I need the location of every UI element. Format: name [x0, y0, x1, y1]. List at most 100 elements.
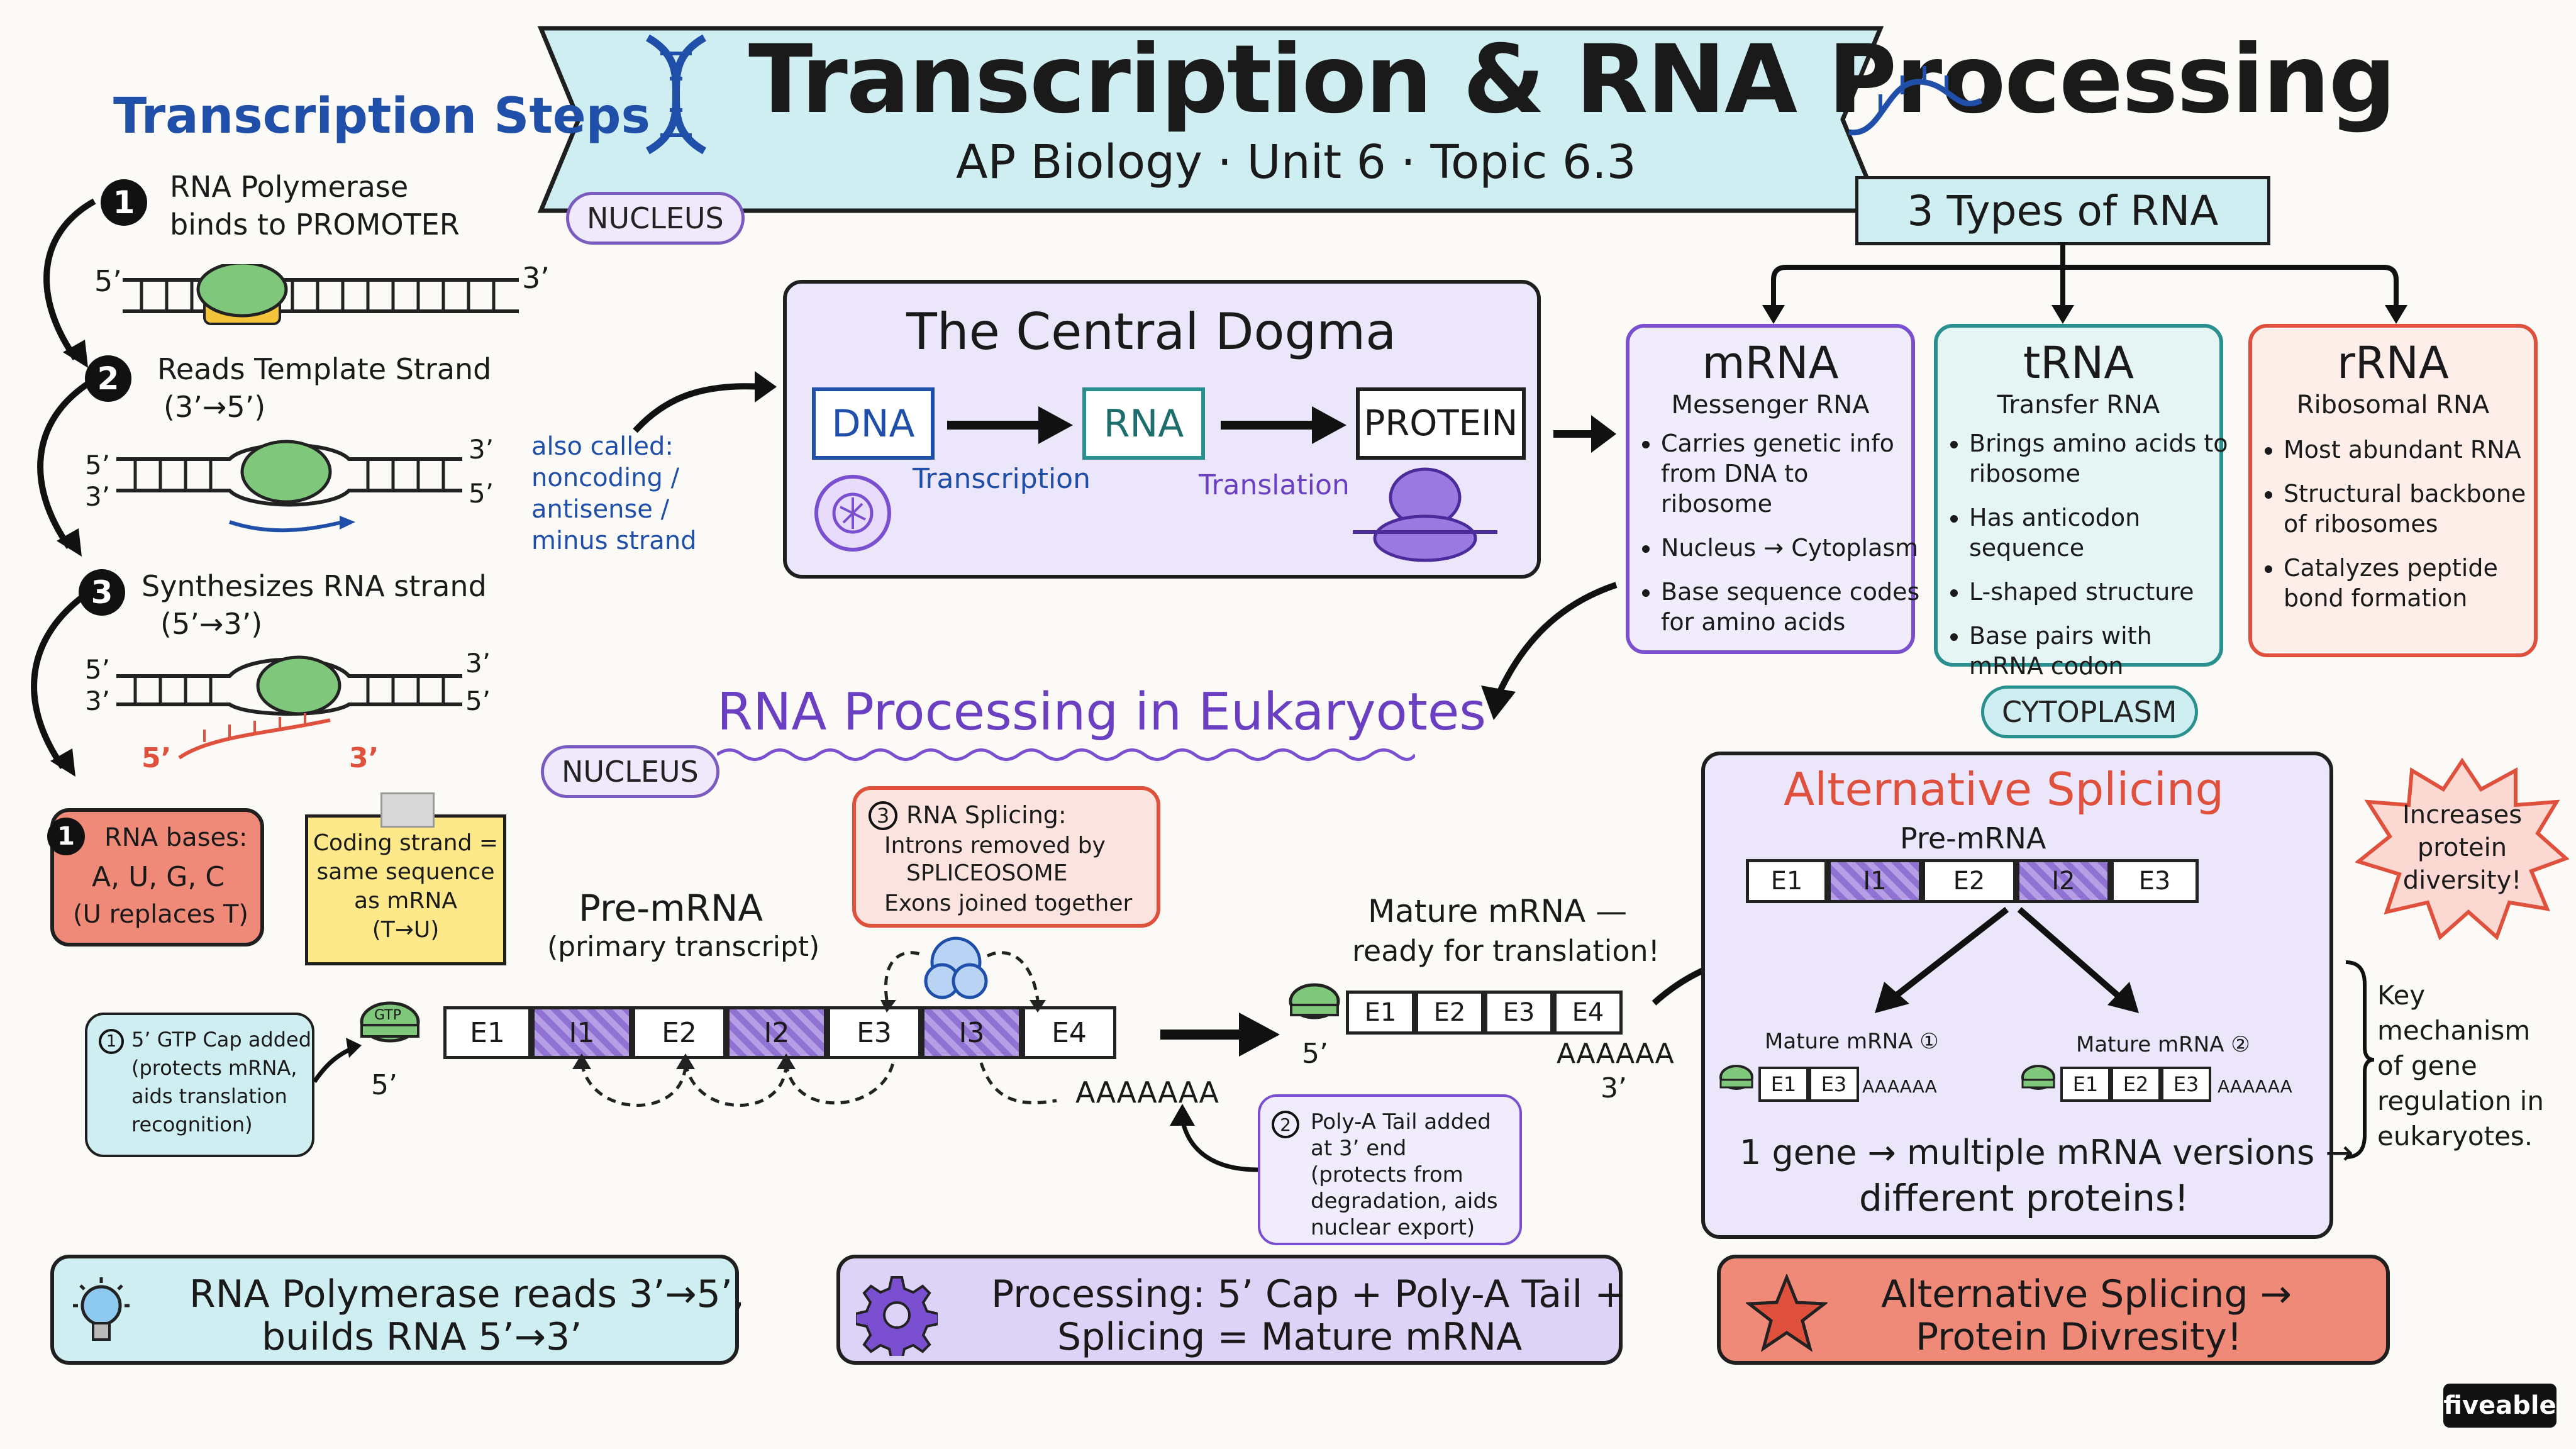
step2-line1: Reads Template Strand	[157, 352, 492, 386]
burst-line: diversity!	[2402, 866, 2522, 895]
mature-sub: ready for translation!	[1352, 934, 1660, 968]
cap-icon	[360, 1001, 420, 1043]
premrna-sub: (primary transcript)	[547, 931, 820, 963]
splice-loops	[572, 936, 1057, 1107]
trna-name: tRNA	[2023, 337, 2135, 389]
heading-underline	[717, 748, 1415, 761]
m1-e1: E1	[1758, 1067, 1809, 1102]
mature-tail: AAAAAA	[1557, 1038, 1674, 1070]
mrna-bullet: Base sequence codes for amino acids	[1661, 577, 1925, 637]
premrna-to-mature-arrow	[1160, 1013, 1280, 1057]
note-line: also called:	[531, 432, 674, 461]
dna-helix-icon	[646, 34, 706, 155]
types-to-processing-arrow	[1481, 582, 1618, 720]
mature1-tail: AAAAAA	[1862, 1076, 1937, 1097]
alt-e1: E1	[1746, 859, 1828, 903]
trna-bullet: Base pairs with mRNA codon	[1969, 621, 2233, 681]
ribosome-icon	[1353, 467, 1497, 562]
rna-3-end: 3’	[349, 742, 379, 774]
rna-bases-note: RNA bases: A, U, G, C (U replaces T)	[50, 808, 264, 947]
segment-e1: E1	[443, 1006, 531, 1059]
dna-3-end: 3’	[522, 261, 550, 295]
side-note: Key mechanism of gene regulation in euka…	[2377, 978, 2544, 1154]
splice-b2: Exons joined together	[884, 891, 1133, 916]
mature1-label: Mature mRNA ①	[1765, 1029, 1939, 1054]
step-flow-arrow-2	[37, 380, 90, 557]
segment-i2: I2	[726, 1006, 827, 1059]
mrna-full: Messenger RNA	[1671, 391, 1870, 419]
bases-badge: 1	[47, 818, 85, 855]
rna-strand-icon	[1848, 66, 1983, 136]
mature-cap	[1286, 981, 1343, 1028]
polya-note-arrow	[1170, 1104, 1258, 1172]
coding-line: as mRNA	[354, 888, 457, 914]
step3-line2: (5’→3’)	[160, 607, 263, 641]
alt-summary-1: 1 gene → multiple mRNA versions →	[1740, 1133, 2354, 1172]
dna3-3-bot: 3’	[85, 686, 111, 716]
trna-bullet: Has anticodon sequence	[1969, 502, 2233, 563]
burst-line: Increases	[2402, 801, 2523, 830]
mature-e2: E2	[1415, 991, 1484, 1035]
mature-3-end: 3’	[1601, 1072, 1627, 1104]
footer1-line2: builds RNA 5’→3’	[262, 1315, 582, 1359]
footer-alt-box: Alternative Splicing → Protein Divresity…	[1717, 1255, 2390, 1365]
cap-line: recognition)	[131, 1113, 253, 1136]
premrna-tail: AAAAAAA	[1075, 1075, 1219, 1109]
step3-badge: 3	[79, 569, 125, 616]
bases-line1: RNA bases:	[104, 823, 248, 852]
step-flow-arrow-3	[31, 595, 84, 777]
mature2-tail: AAAAAA	[2218, 1076, 2292, 1097]
types-branch-arrows	[1762, 242, 2407, 324]
segment-e3: E3	[827, 1006, 921, 1059]
cap-line: (protects mRNA,	[131, 1056, 297, 1080]
cap-note: 1 5’ GTP Cap added (protects mRNA, aids …	[85, 1013, 314, 1157]
rrna-card: rRNA Ribosomal RNA Most abundant RNA Str…	[2248, 324, 2538, 657]
segment-e4: E4	[1022, 1006, 1116, 1059]
processing-heading: RNA Processing in Eukaryotes	[717, 682, 1487, 742]
mature2-label: Mature mRNA ②	[2076, 1032, 2250, 1057]
mature-5-end: 5’	[1302, 1038, 1328, 1070]
rna-to-protein-arrow	[1221, 406, 1346, 444]
burst-line: protein	[2417, 833, 2507, 862]
premrna-5-end: 5’	[371, 1069, 397, 1101]
dna3-5-top: 5’	[85, 654, 111, 685]
mature2-strand: E1 E2 E3	[2060, 1067, 2211, 1102]
alt-e2: E2	[1922, 859, 2016, 903]
cap-badge: 1	[99, 1029, 124, 1054]
polya-line: degradation, aids	[1311, 1189, 1498, 1214]
premrna-title: Pre-mRNA	[579, 887, 763, 930]
dna2-5-bot: 5’	[469, 478, 494, 509]
star-icon	[1746, 1274, 1828, 1352]
central-dogma-panel: The Central Dogma DNA RNA PROTEIN Transc…	[783, 280, 1541, 579]
dogma-title: The Central Dogma	[906, 303, 1397, 361]
mature-strand: E1 E2 E3 E4	[1346, 991, 1623, 1035]
bases-line3: (U replaces T)	[73, 900, 248, 929]
side-line: regulation in	[2377, 1085, 2544, 1116]
gear-icon	[856, 1276, 938, 1356]
footer2-line1: Processing: 5’ Cap + Poly-A Tail +	[991, 1272, 1626, 1316]
splice-badge: 3	[869, 801, 897, 830]
coding-line: same sequence	[316, 859, 495, 885]
dogma-to-types-arrow	[1553, 415, 1616, 453]
mature-title: Mature mRNA —	[1368, 893, 1628, 930]
segment-i1: I1	[531, 1006, 632, 1059]
footer1-line1: RNA Polymerase reads 3’→5’,	[189, 1272, 745, 1316]
coding-strand-note: Coding strand = same sequence as mRNA (T…	[305, 814, 506, 965]
segment-e2: E2	[632, 1006, 726, 1059]
alt-premrna-strand: E1 I1 E2 I2 E3	[1746, 859, 2199, 903]
steps-heading: Transcription Steps	[113, 88, 650, 145]
alt-branch-arrows	[1875, 907, 2139, 1013]
footer-processing-box: Processing: 5’ Cap + Poly-A Tail + Splic…	[836, 1255, 1626, 1365]
mrna-bullets: Carries genetic info from DNA to ribosom…	[1636, 428, 1925, 651]
rna-5-end: 5’	[142, 742, 172, 774]
m2-e3: E3	[2161, 1067, 2211, 1102]
nucleus-badge-top: NUCLEUS	[566, 192, 745, 245]
brand-logo: fiveable	[2443, 1384, 2557, 1428]
nucleus-badge-processing: NUCLEUS	[541, 745, 719, 798]
m1-e3: E3	[1809, 1067, 1859, 1102]
alt-summary-2: different proteins!	[1859, 1177, 2189, 1219]
m2-e2: E2	[2111, 1067, 2161, 1102]
m2-e1: E1	[2060, 1067, 2111, 1102]
footer3-line2: Protein Divresity!	[1916, 1315, 2243, 1359]
note-line: antisense /	[531, 495, 670, 524]
